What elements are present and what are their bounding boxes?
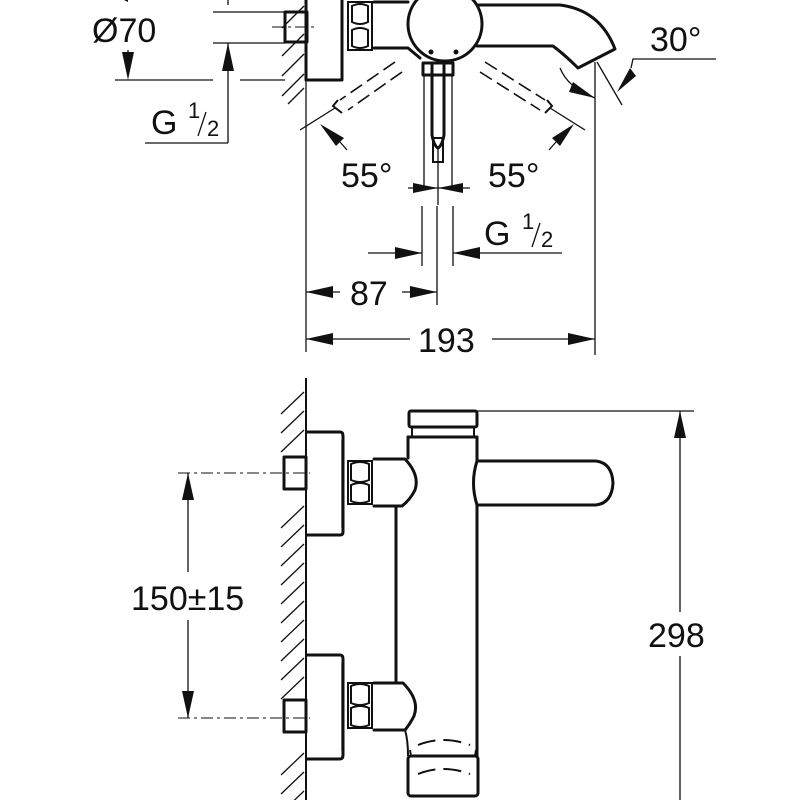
- hatch-line: [280, 505, 305, 529]
- hatch-line: [280, 619, 305, 643]
- svg-text:G: G: [484, 215, 510, 253]
- spout-top: [475, 3, 617, 70]
- diameter-label: Ø70: [92, 12, 156, 50]
- dimension-height-label: 298: [648, 617, 705, 655]
- hatch-line: [293, 790, 305, 800]
- svg-text:G: G: [151, 104, 177, 142]
- top-view: 30° Ø70 G 1 2 55° 55°: [92, 0, 716, 360]
- thread-dimension-right: [368, 206, 562, 266]
- dimension-193: [306, 333, 595, 345]
- dimension-inlet-spacing-label: 150±15: [131, 580, 244, 618]
- side-view: 150±15 298: [131, 378, 705, 800]
- dimension-193-label: 193: [418, 322, 475, 360]
- hex-nut-top: [347, 1, 373, 51]
- wall-hatching-side: [280, 378, 307, 800]
- diameter-dimension: [115, 0, 285, 144]
- escutcheon-top: [304, 0, 344, 82]
- thread-label-right: G 1 2: [484, 209, 553, 253]
- mixer-body-side: [394, 409, 479, 758]
- spout-angle-marker: [559, 58, 716, 355]
- hex-nut-upper: [347, 460, 373, 505]
- lever-swing-left: [299, 61, 403, 131]
- hatch-line: [280, 391, 305, 415]
- hatch-line: [280, 562, 305, 586]
- dimension-87: [305, 120, 438, 352]
- lever-swing-right: [479, 61, 586, 131]
- escutcheon-upper: [305, 430, 345, 537]
- hatch-line: [280, 410, 305, 434]
- angle-arrow-left: [320, 124, 344, 146]
- hatch-line: [280, 676, 305, 700]
- body-connector-top: [372, 0, 422, 60]
- mixer-body-top: [406, 0, 484, 63]
- angle-label-left: 55°: [341, 157, 392, 195]
- svg-text:1: 1: [522, 209, 534, 234]
- hatch-line: [280, 524, 305, 548]
- angle-arrow-right: [552, 124, 574, 146]
- dimension-87-label: 87: [350, 275, 388, 313]
- lever-side: [472, 459, 615, 507]
- hatch-line: [280, 657, 305, 681]
- svg-text:1: 1: [188, 98, 200, 123]
- svg-text:2: 2: [207, 116, 219, 141]
- dimension-inlet-spacing: [182, 473, 194, 718]
- outlet-side: [406, 739, 480, 798]
- angle-label-right: 55°: [488, 157, 539, 195]
- hex-nut-lower: [347, 682, 373, 729]
- center-dimension: [408, 148, 470, 205]
- hatch-line: [280, 638, 305, 662]
- thread-label-left: G 1 2: [151, 98, 219, 142]
- dimension-height: [477, 410, 694, 800]
- hatch-line: [280, 429, 305, 453]
- hatch-line: [280, 752, 305, 776]
- escutcheon-lower: [305, 653, 345, 761]
- spout-angle-label: 30°: [650, 21, 701, 59]
- svg-text:2: 2: [541, 227, 553, 252]
- hatch-line: [280, 771, 305, 795]
- hatch-line: [280, 543, 305, 567]
- inlet-upper: [178, 430, 418, 537]
- inlet-lower: [178, 653, 418, 761]
- hatch-line: [280, 581, 305, 605]
- hatch-line: [280, 600, 305, 624]
